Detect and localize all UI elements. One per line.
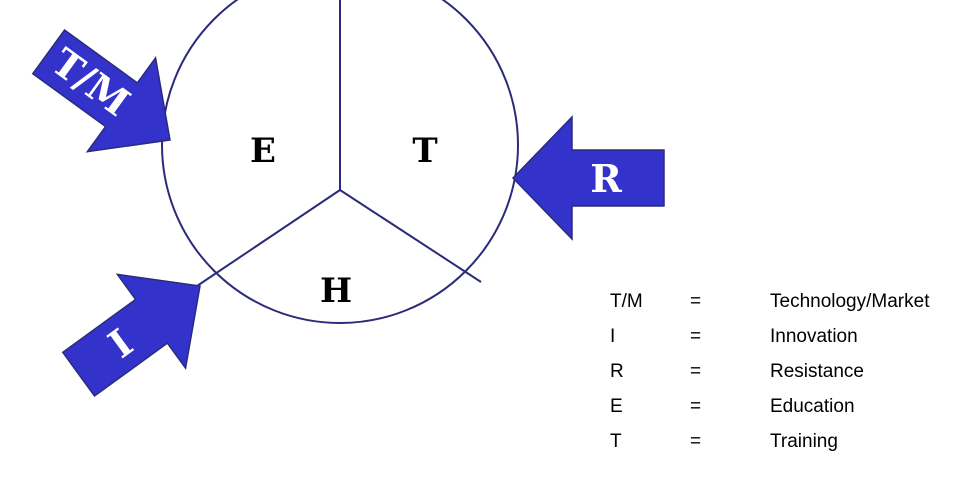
legend-abbr: T bbox=[610, 431, 622, 452]
legend-meaning: Resistance bbox=[770, 361, 864, 382]
legend-abbr: T/M bbox=[610, 291, 643, 312]
legend-equals: = bbox=[690, 361, 702, 382]
legend-abbr: R bbox=[610, 361, 624, 382]
arrow-tm-shape bbox=[31, 28, 171, 153]
arrow-r: R bbox=[511, 115, 665, 241]
arrow-r-shape bbox=[511, 115, 665, 241]
segment-label-t: T bbox=[412, 131, 437, 171]
segment-label-e: E bbox=[250, 131, 276, 171]
arrow-i: I bbox=[61, 273, 201, 398]
legend-meaning: Innovation bbox=[770, 326, 858, 347]
arrow-i-shape bbox=[61, 273, 201, 398]
legend-equals: = bbox=[690, 291, 702, 312]
legend-equals: = bbox=[690, 396, 702, 417]
divider-left bbox=[196, 189, 341, 287]
legend-abbr: E bbox=[610, 396, 623, 417]
legend-meaning: Technology/Market bbox=[770, 291, 930, 312]
segment-label-h: H bbox=[320, 271, 352, 311]
legend-equals: = bbox=[690, 326, 702, 347]
arrow-r-label: R bbox=[590, 156, 622, 201]
legend-meaning: Education bbox=[770, 396, 855, 417]
legend-meaning: Training bbox=[770, 431, 838, 452]
divider-right bbox=[339, 189, 482, 283]
legend-equals: = bbox=[690, 431, 702, 452]
legend-abbr: I bbox=[610, 326, 616, 347]
